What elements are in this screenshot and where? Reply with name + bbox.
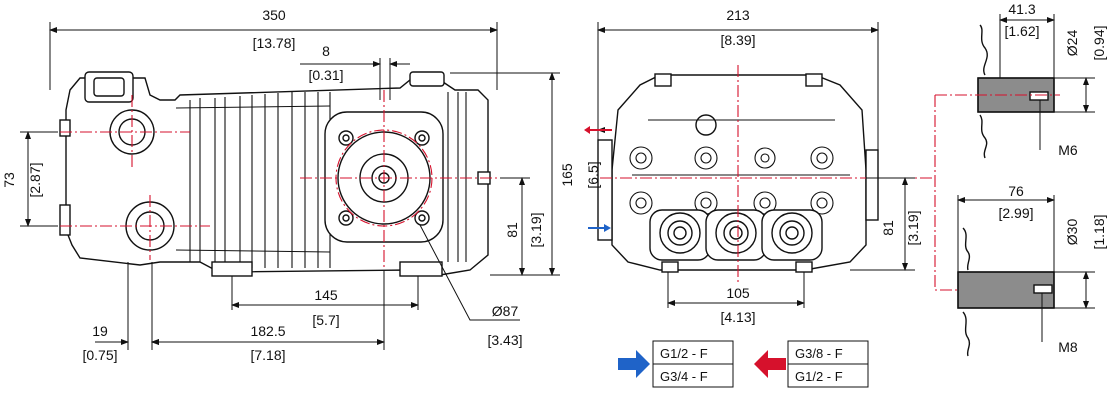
dim-shaft-top-length-in: [1.62] <box>1004 23 1039 39</box>
dim-foot-spacing: 145 <box>314 287 338 303</box>
dim-base-length-in: [7.18] <box>250 347 285 363</box>
outlet-port-2: G1/2 - F <box>795 369 843 384</box>
dim-port-offset-in: [0.75] <box>82 347 117 363</box>
flow-arrows <box>584 126 612 232</box>
inlet-arrow-icon <box>604 224 611 232</box>
dim-shaft-bottom-length: 76 <box>1008 183 1024 199</box>
dim-shaft-top-thread: M6 <box>1058 142 1078 158</box>
dim-end-foot-spacing-in: [4.13] <box>720 309 755 325</box>
dim-shaft-top-dia: Ø24 <box>1064 30 1080 57</box>
port-legend: G1/2 - F G3/4 - F G3/8 - F G1/2 - F <box>618 340 869 388</box>
dim-end-foot-spacing: 105 <box>726 285 750 301</box>
dim-shaft-top-length: 41.3 <box>1008 1 1035 17</box>
dim-end-shaft-height: 81 <box>880 220 896 236</box>
dim-flange-dia: Ø87 <box>492 303 519 319</box>
shaft-detail-bottom <box>957 227 1055 357</box>
dim-length-in: [13.78] <box>253 35 296 51</box>
inlet-port-2: G3/4 - F <box>660 369 708 384</box>
shaft-detail-top <box>977 24 1055 159</box>
dimension-lines <box>20 14 1095 350</box>
inlet-legend-arrow-icon <box>618 350 650 378</box>
end-view <box>597 73 879 273</box>
side-view <box>59 71 491 277</box>
dim-port-spacing-in: [2.87] <box>27 162 43 197</box>
dim-port-offset: 19 <box>92 323 108 339</box>
centerlines <box>40 65 1060 291</box>
dim-shaft-bottom-thread: M8 <box>1058 339 1078 355</box>
dim-shaft-bottom-dia-in: [1.18] <box>1091 214 1107 249</box>
dim-height: 165 <box>559 163 575 187</box>
dimension-labels: 350 [13.78] 8 [0.31] 73 [2.87] 165 [6.5]… <box>1 1 1107 363</box>
dim-length: 350 <box>262 7 286 23</box>
dim-shaft-bottom-dia: Ø30 <box>1064 219 1080 246</box>
dim-shaft-height-in: [3.19] <box>528 212 544 247</box>
dim-shaft-offset-in: [0.31] <box>308 67 343 83</box>
dim-shaft-bottom-length-in: [2.99] <box>998 205 1033 221</box>
inlet-port-1: G1/2 - F <box>660 346 708 361</box>
dim-port-spacing: 73 <box>1 172 17 188</box>
dim-foot-spacing-in: [5.7] <box>312 312 339 328</box>
dim-end-shaft-height-in: [3.19] <box>905 210 921 245</box>
dim-shaft-height: 81 <box>504 222 520 238</box>
dim-shaft-top-dia-in: [0.94] <box>1091 25 1107 60</box>
dim-width: 213 <box>726 7 750 23</box>
dim-shaft-offset: 8 <box>322 43 330 59</box>
outlet-port-1: G3/8 - F <box>795 346 843 361</box>
dim-height-in: [6.5] <box>585 161 601 188</box>
dim-width-in: [8.39] <box>720 32 755 48</box>
dim-flange-dia-in: [3.43] <box>487 332 522 348</box>
dim-base-length: 182.5 <box>250 323 285 339</box>
outlet-legend-arrow-icon <box>754 350 786 378</box>
